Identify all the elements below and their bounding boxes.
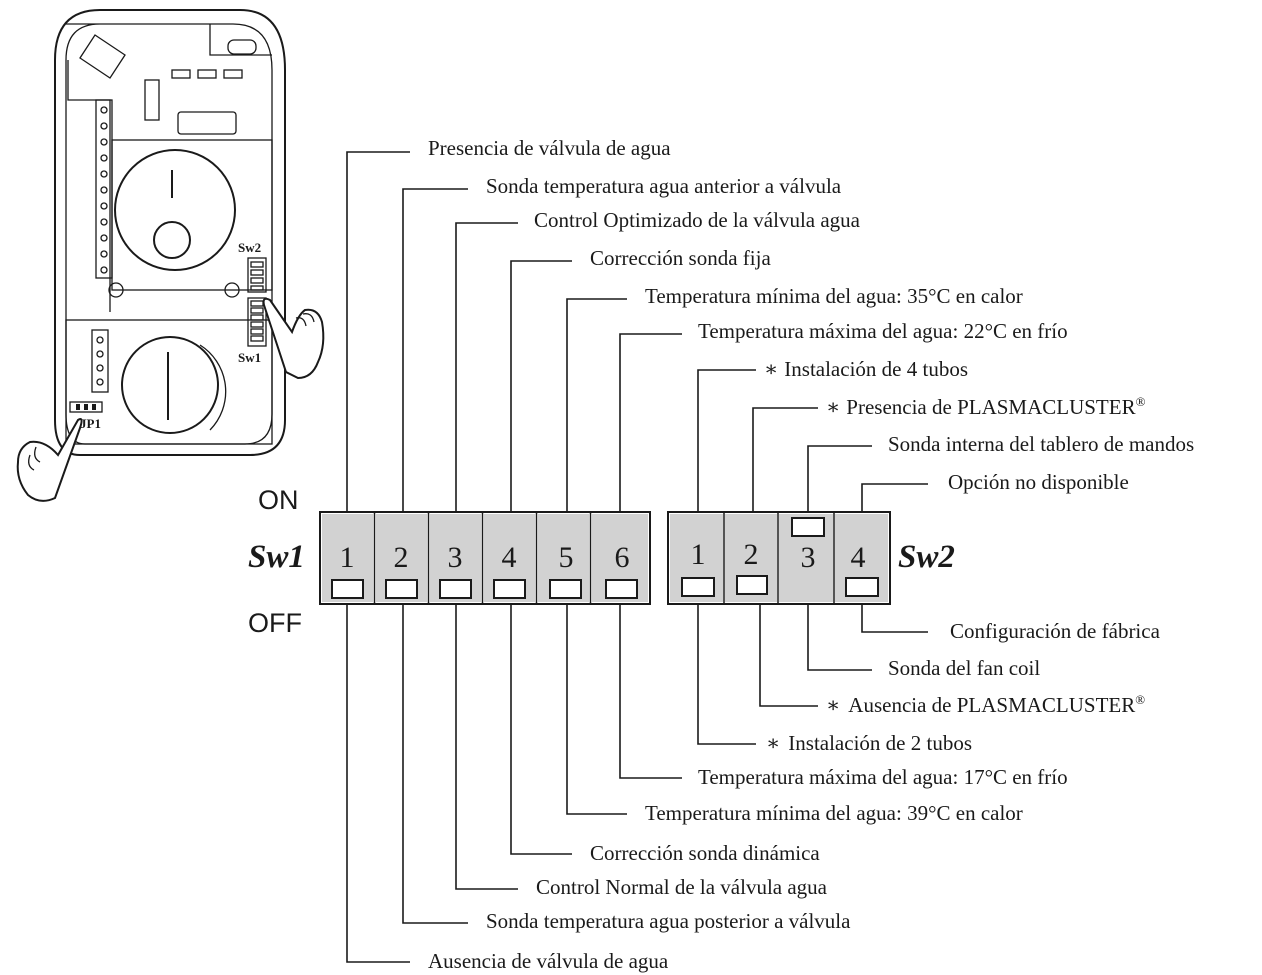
registered-mark: ® xyxy=(1136,394,1146,409)
sw1-switch-number: 5 xyxy=(559,541,574,574)
sw1-2-off-label: Sonda temperatura agua posterior a válvu… xyxy=(486,909,851,933)
sw2-switch-4-lever xyxy=(845,577,879,597)
sw1-4-off-label: Corrección sonda dinámica xyxy=(590,841,820,865)
upper-knob xyxy=(114,149,236,271)
hand-pointer-icon-left xyxy=(16,418,83,502)
sw2-4-on-label: Opción no disponible xyxy=(948,470,1129,494)
sw2-2-off-label: ∗ Ausencia de PLASMACLUSTER® xyxy=(826,692,1145,717)
device-sw1-label: Sw1 xyxy=(238,350,261,365)
sw1-switch-3[interactable]: 3 xyxy=(430,514,481,602)
sw1-switch-2-lever xyxy=(385,579,418,599)
sw1-switch-1[interactable]: 1 xyxy=(322,514,373,602)
sw1-5-on-label: Temperatura mínima del agua: 35°C en cal… xyxy=(645,284,1023,308)
sw2-2-on-label: ∗Presencia de PLASMACLUSTER® xyxy=(826,394,1146,419)
sw2-1-on-text: Instalación de 4 tubos xyxy=(784,357,968,381)
sw2-1-on-label: ∗Instalación de 4 tubos xyxy=(764,357,968,381)
sw1-1-off-label: Ausencia de válvula de agua xyxy=(428,949,669,973)
sw1-switch-5-lever xyxy=(549,579,582,599)
sw1-6-on-label: Temperatura máxima del agua: 22°C en frí… xyxy=(698,319,1068,343)
asterisk-mark: ∗ xyxy=(764,357,778,381)
sw1-switch-3-lever xyxy=(439,579,472,599)
on-state-label: ON xyxy=(258,485,299,515)
sw1-switch-4[interactable]: 4 xyxy=(484,514,535,602)
sw1-switch-6-lever xyxy=(605,579,638,599)
sw1-bank-label: Sw1 xyxy=(248,539,305,575)
sw1-switch-5[interactable]: 5 xyxy=(538,514,589,602)
sw2-switch-number: 3 xyxy=(801,541,816,574)
sw1-2-on-label: Sonda temperatura agua anterior a válvul… xyxy=(486,174,842,198)
sw2-2-on-text: Presencia de PLASMACLUSTER xyxy=(846,395,1135,419)
asterisk-mark: ∗ xyxy=(766,731,780,755)
sw1-switch-2[interactable]: 2 xyxy=(376,514,427,602)
hand-pointer-icon-right xyxy=(262,297,325,380)
sw1-4-on-label: Corrección sonda fija xyxy=(590,246,771,270)
sw2-4-off-label: Configuración de fábrica xyxy=(950,619,1161,643)
sw2-3-on-label: Sonda interna del tablero de mandos xyxy=(888,432,1194,456)
sw1-3-on-label: Control Optimizado de la válvula agua xyxy=(534,208,861,232)
registered-mark: ® xyxy=(1135,692,1145,707)
asterisk-mark: ∗ xyxy=(826,693,840,717)
sw1-switch-number: 2 xyxy=(394,541,409,574)
sw2-switch-2[interactable]: 2 xyxy=(725,514,777,602)
device-sw2-label: Sw2 xyxy=(238,240,261,255)
sw1-switch-number: 4 xyxy=(502,541,517,574)
sw1-switch-number: 3 xyxy=(448,541,463,574)
sw2-1-off-label: ∗ Instalación de 2 tubos xyxy=(766,731,972,755)
sw1-6-off-label: Temperatura máxima del agua: 17°C en frí… xyxy=(698,765,1068,789)
sw1-switch-number: 6 xyxy=(615,541,630,574)
terminal-block-bottom xyxy=(91,329,109,393)
asterisk-mark: ∗ xyxy=(826,395,840,419)
sw1-switch-4-lever xyxy=(493,579,526,599)
sw2-dip-switch-bank: 1 2 3 4 xyxy=(667,511,891,605)
sw2-switch-2-lever xyxy=(736,575,768,595)
sw1-switch-1-lever xyxy=(331,579,364,599)
sw2-1-off-text: Instalación de 2 tubos xyxy=(788,731,972,755)
sw2-switch-1[interactable]: 1 xyxy=(670,514,723,602)
sw1-3-off-label: Control Normal de la válvula agua xyxy=(536,875,828,899)
sw2-switch-3[interactable]: 3 xyxy=(779,514,833,602)
lower-knob xyxy=(121,336,227,434)
sw2-bank-label: Sw2 xyxy=(898,539,955,575)
thermostat-device-illustration: Sw2 Sw1 JP1 xyxy=(16,9,325,502)
sw2-2-off-text: Ausencia de PLASMACLUSTER xyxy=(848,693,1135,717)
sw1-1-on-label: Presencia de válvula de agua xyxy=(428,136,671,160)
jp1-jumper xyxy=(69,401,103,413)
sw2-3-off-label: Sonda del fan coil xyxy=(888,656,1040,680)
sw2-switch-number: 2 xyxy=(744,538,759,571)
sw2-switch-3-lever xyxy=(791,517,825,537)
sw1-switch-6[interactable]: 6 xyxy=(592,514,648,602)
sw1-5-off-label: Temperatura mínima del agua: 39°C en cal… xyxy=(645,801,1023,825)
sw1-dip-switch-bank: 1 2 3 4 5 6 xyxy=(319,511,651,605)
device-jp1-label: JP1 xyxy=(80,416,101,431)
sw2-switch-number: 1 xyxy=(691,538,706,571)
sw1-switch-number: 1 xyxy=(340,541,355,574)
sw2-switch-4[interactable]: 4 xyxy=(835,514,888,602)
sw1-dip-on-device xyxy=(247,297,267,347)
off-state-label: OFF xyxy=(248,608,302,638)
sw2-dip-on-device xyxy=(247,257,267,293)
sw2-switch-number: 4 xyxy=(851,541,866,574)
sw2-switch-1-lever xyxy=(681,577,715,597)
